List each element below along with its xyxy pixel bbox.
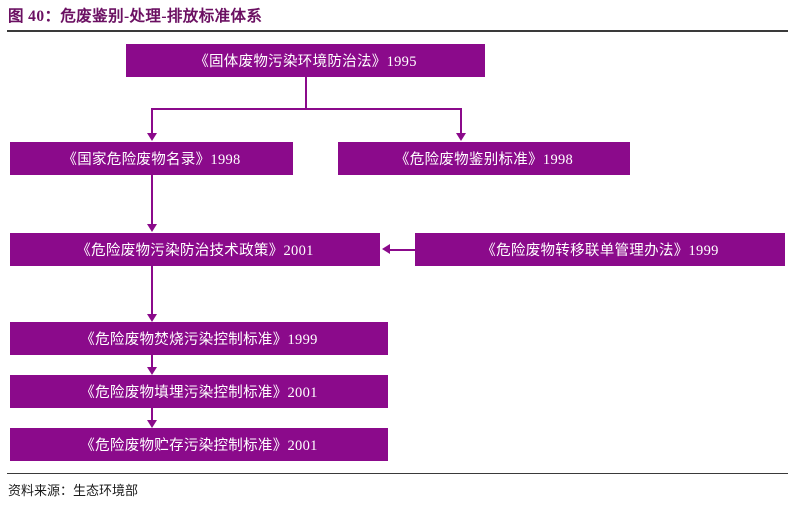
- arrowhead-to-n3: [456, 133, 466, 141]
- connector-n5-to-n4: [390, 249, 415, 251]
- arrowhead-to-n2: [147, 133, 157, 141]
- figure-title: 图 40：危废鉴别-处理-排放标准体系: [8, 8, 263, 25]
- arrowhead-to-n7: [147, 367, 157, 375]
- flow-node-law-1995[interactable]: 《固体废物污染环境防治法》1995: [126, 44, 485, 77]
- footer-divider: [7, 473, 788, 474]
- source-label: 资料来源：生态环境部: [8, 483, 139, 498]
- connector-n1-split-bar: [151, 108, 461, 110]
- arrowhead-to-n4: [147, 224, 157, 232]
- connector-n1-stem: [305, 77, 307, 109]
- flow-node-incineration-1999[interactable]: 《危险废物焚烧污染控制标准》1999: [10, 322, 388, 355]
- connector-n4-to-n6: [151, 266, 153, 316]
- flow-node-storage-2001[interactable]: 《危险废物贮存污染控制标准》2001: [10, 428, 388, 461]
- connector-n2-to-n4: [151, 175, 153, 225]
- arrowhead-to-n4-left: [382, 244, 390, 254]
- flow-node-landfill-2001[interactable]: 《危险废物填埋污染控制标准》2001: [10, 375, 388, 408]
- connector-n1-to-n2: [151, 108, 153, 135]
- arrowhead-to-n8: [147, 420, 157, 428]
- flow-node-tech-policy-2001[interactable]: 《危险废物污染防治技术政策》2001: [10, 233, 380, 266]
- flow-node-catalogue-1998[interactable]: 《国家危险废物名录》1998: [10, 142, 293, 175]
- arrowhead-to-n6: [147, 314, 157, 322]
- connector-n7-to-n8: [151, 408, 153, 422]
- connector-n1-to-n3: [460, 108, 462, 135]
- flow-node-transfer-manifest-1999[interactable]: 《危险废物转移联单管理办法》1999: [415, 233, 785, 266]
- connector-n6-to-n7: [151, 355, 153, 369]
- flow-node-identification-standard-1998[interactable]: 《危险废物鉴别标准》1998: [338, 142, 630, 175]
- header-divider: [7, 30, 788, 32]
